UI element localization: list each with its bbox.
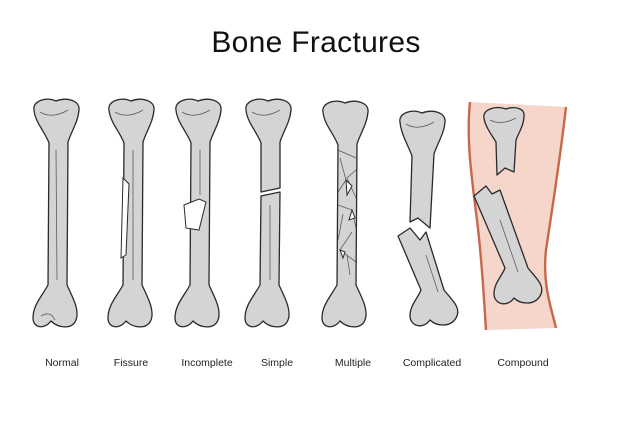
bone-incomplete: [174, 98, 222, 328]
bone-compound: [467, 101, 568, 331]
label-incomplete: Incomplete: [181, 357, 233, 369]
label-compound: Compound: [497, 357, 549, 369]
bone-simple: [244, 98, 292, 328]
label-complicated: Complicated: [402, 357, 462, 369]
bone-normal: [32, 98, 80, 328]
label-fissure: Fissure: [113, 357, 149, 369]
bone-fissure: [107, 98, 155, 328]
bone-complicated: [397, 110, 459, 327]
label-normal: Normal: [45, 357, 79, 369]
page-title: Bone Fractures: [211, 26, 421, 59]
skin-tissue: [468, 102, 566, 330]
bone-multiple: [321, 100, 369, 328]
label-multiple: Multiple: [334, 357, 372, 369]
label-simple: Simple: [260, 357, 294, 369]
